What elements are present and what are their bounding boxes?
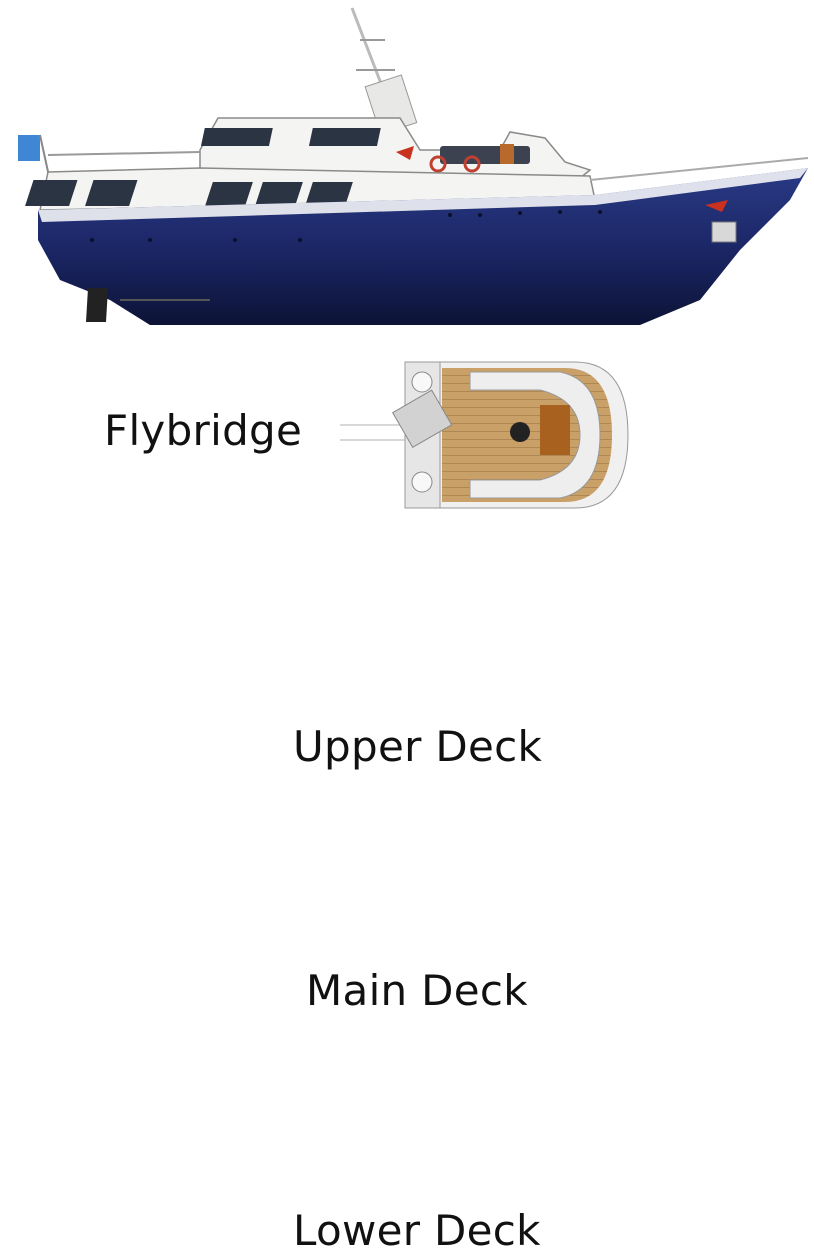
flybridge-plan [340,361,629,509]
flybridge-label: Flybridge [104,406,303,455]
lower-deck-label: Lower Deck [293,1206,541,1255]
upper-deck-label: Upper Deck [293,722,543,771]
flag-icon [18,135,40,161]
yacht-side-profile [18,7,809,325]
main-deck-label: Main Deck [306,966,528,1015]
